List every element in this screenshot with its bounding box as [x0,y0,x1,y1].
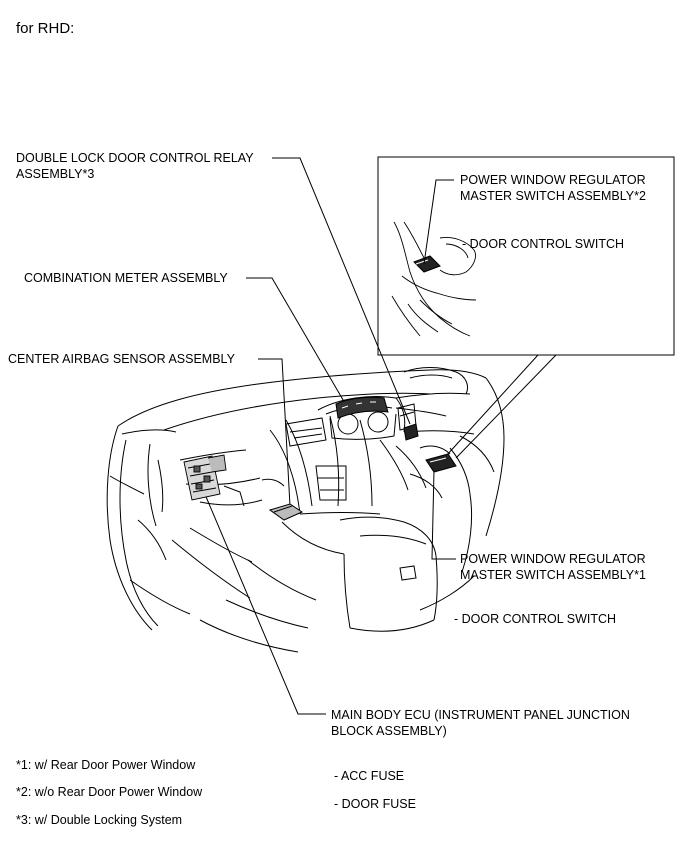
main-body-ecu-junction-block [183,454,227,501]
footnote-3: *3: w/ Double Locking System [16,813,183,827]
double-lock-relay-label-line1: DOUBLE LOCK DOOR CONTROL RELAY [16,151,254,165]
pw-master-switch-1-label-line2: MASTER SWITCH ASSEMBLY*1 [460,568,646,582]
double-lock-relay-label-line2: ASSEMBLY*3 [16,167,95,181]
acc-fuse-label: - ACC FUSE [334,769,405,783]
leader-lines [203,157,557,715]
combination-meter-assembly [335,396,389,419]
pw-master-switch-1-label-line1: POWER WINDOW REGULATOR [460,552,646,566]
center-airbag-sensor-assembly [268,503,304,521]
page-title: for RHD: [16,20,75,37]
pw-master-switch-2-label-line2: MASTER SWITCH ASSEMBLY*2 [460,189,646,203]
footnote-2: *2: w/o Rear Door Power Window [16,785,203,799]
door-control-switch-1-label: - DOOR CONTROL SWITCH [454,612,617,626]
double-lock-door-control-relay [403,423,419,441]
main-body-ecu-label-line2: BLOCK ASSEMBLY) [331,724,447,738]
inset-door-panel [391,221,477,337]
combination-meter-label: COMBINATION METER ASSEMBLY [24,271,228,285]
inset-master-switch [413,255,441,273]
inset-detail-frame [377,156,675,356]
dashboard-outline [106,367,505,653]
pw-master-switch-2-label-line1: POWER WINDOW REGULATOR [460,173,646,187]
power-window-master-switch-assembly [425,453,457,473]
footnote-1: *1: w/ Rear Door Power Window [16,758,196,772]
door-control-switch-2-label: - DOOR CONTROL SWITCH [462,237,625,251]
center-airbag-sensor-label: CENTER AIRBAG SENSOR ASSEMBLY [8,352,235,366]
main-body-ecu-label-line1: MAIN BODY ECU (INSTRUMENT PANEL JUNCTION [331,708,630,722]
door-fuse-label: - DOOR FUSE [334,797,416,811]
